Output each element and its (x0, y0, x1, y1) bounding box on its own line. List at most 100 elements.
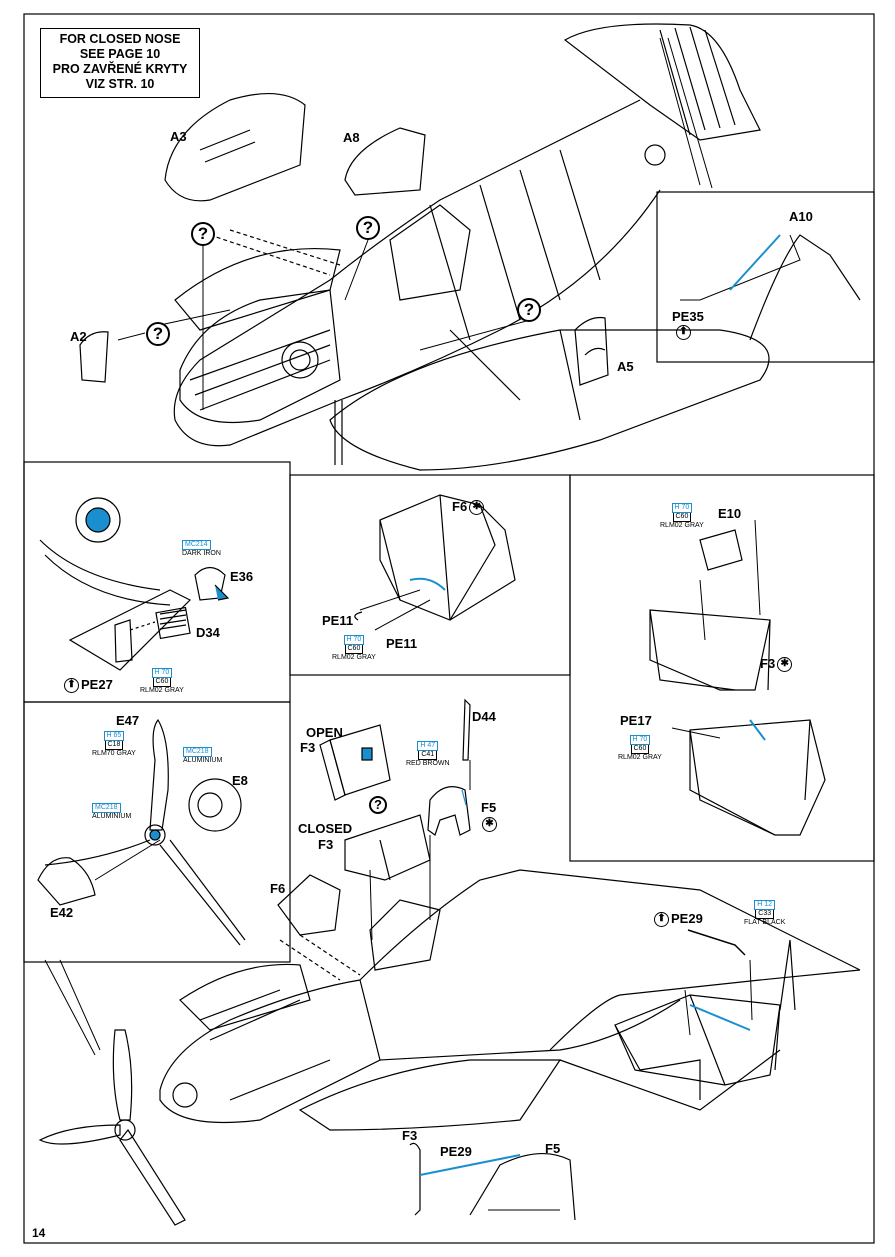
label-a10: A10 (789, 209, 813, 224)
paint-code-alt: C18 (104, 741, 124, 750)
part-a3-drawing (164, 93, 306, 202)
paint-code-alt: C41 (418, 751, 438, 760)
question-mark-5: ? (369, 796, 387, 814)
question-mark-1: ? (191, 222, 215, 246)
paint-code-alt: C60 (344, 645, 364, 654)
paint-pe17: H 70 C60 RLM02 GRAY (618, 735, 662, 762)
inset-a10-frame (656, 191, 875, 363)
paint-code: MC218 (183, 747, 212, 757)
paint-name: ALUMINIUM (92, 813, 132, 820)
label-pe11-b: PE11 (386, 636, 418, 651)
paint-code-alt: C60 (630, 745, 650, 754)
note-line-1: FOR CLOSED NOSE (59, 32, 181, 46)
up-arrow-icon: ⬆ (654, 912, 669, 928)
paint-e36-mc214: MC214 DARK IRON (182, 540, 221, 558)
question-mark-2: ? (356, 216, 380, 240)
paint-code-alt: C33 (755, 910, 775, 919)
paint-hub-mc218: MC218 ALUMINIUM (92, 803, 131, 821)
label-f5-detail: F5 (545, 1141, 561, 1156)
paint-code: H 70 (671, 503, 693, 513)
label-e36: E36 (230, 569, 254, 584)
f5-star: ✱ (480, 817, 497, 833)
label-f3-right: F3✱ (760, 656, 793, 673)
question-mark-4: ? (517, 298, 541, 322)
panel-e10-frame (569, 474, 875, 862)
label-d34: D34 (196, 625, 220, 640)
label-a2: A2 (70, 329, 87, 344)
label-pe27: ⬆PE27 (64, 677, 113, 694)
star-icon: ✱ (469, 500, 485, 516)
f3-text: F3 (760, 656, 776, 671)
paint-code: H 47 (417, 741, 439, 751)
paint-code: H 65 (103, 731, 125, 741)
label-pe35: PE35 (672, 309, 704, 324)
paint-code-alt: C60 (152, 678, 172, 687)
paint-code: H 70 (629, 735, 651, 745)
label-closed: CLOSED (298, 821, 353, 836)
note-line-2: SEE PAGE 10 (79, 47, 161, 61)
fuselage-bottom-drawing (38, 698, 861, 1226)
label-pe29-top: ⬆PE29 (654, 911, 703, 928)
paint-e10: H 70 C60 RLM02 GRAY (660, 503, 704, 530)
paint-e47: H 65 C18 RLM70 GRAY (92, 731, 136, 758)
star-icon: ✱ (777, 657, 793, 673)
paint-name: RED BROWN (406, 760, 450, 767)
up-arrow-icon: ⬆ (676, 325, 691, 341)
label-pe29-detail: PE29 (440, 1144, 472, 1159)
label-pe17: PE17 (620, 713, 652, 728)
paint-name: RLM02 GRAY (660, 522, 704, 529)
label-e8: E8 (232, 773, 248, 788)
paint-name: ALUMINIUM (183, 757, 223, 764)
paint-pe29: H 12 C33 FLAT BLACK (744, 900, 785, 927)
fuselage-top-drawing (173, 23, 770, 471)
up-arrow-icon: ⬆ (64, 678, 79, 694)
paint-code: MC218 (92, 803, 121, 813)
label-a3: A3 (170, 129, 187, 144)
paint-e8-mc218: MC218 ALUMINIUM (183, 747, 222, 765)
label-d44: D44 (472, 709, 496, 724)
paint-name: RLM02 GRAY (618, 754, 662, 761)
paint-name: RLM70 GRAY (92, 750, 136, 757)
paint-code: H 70 (151, 668, 173, 678)
page-frame (23, 13, 875, 1244)
paint-code: H 12 (754, 900, 776, 910)
pe27-text: PE27 (81, 677, 113, 692)
pe35-up-arrow: ⬆ (676, 325, 693, 341)
panel-prop-frame (23, 701, 291, 963)
label-f3-open: F3 (300, 740, 316, 755)
label-f5: F5 (481, 800, 497, 815)
f6-text: F6 (452, 499, 468, 514)
label-open: OPEN (306, 725, 343, 740)
paint-name: RLM02 GRAY (332, 654, 376, 661)
paint-open-f3: H 47 C41 RED BROWN (406, 741, 450, 768)
label-f3-closed: F3 (318, 837, 334, 852)
paint-name: FLAT BLACK (744, 919, 786, 926)
label-e10: E10 (718, 506, 742, 521)
label-f3-detail: F3 (402, 1128, 418, 1143)
part-a2-drawing (79, 331, 109, 383)
part-a5-drawing (574, 316, 609, 386)
label-f6-top: F6✱ (452, 499, 485, 516)
part-a8-drawing (344, 127, 426, 196)
paint-code-alt: C60 (672, 513, 692, 522)
page-number: 14 (32, 1226, 46, 1240)
label-pe11-a: PE11 (322, 613, 354, 628)
question-mark-3: ? (146, 322, 170, 346)
paint-name: RLM02 GRAY (140, 687, 184, 694)
label-e42: E42 (50, 905, 74, 920)
paint-name: DARK IRON (182, 550, 221, 557)
star-icon: ✱ (482, 817, 497, 833)
pe29-text: PE29 (671, 911, 703, 926)
paint-pe27: H 70 C60 RLM02 GRAY (140, 668, 184, 695)
note-line-3: PRO ZAVŘENÉ KRYTY (52, 62, 188, 76)
label-a8: A8 (343, 130, 360, 145)
note-line-4: VIZ STR. 10 (85, 77, 155, 91)
paint-code: MC214 (182, 540, 211, 550)
label-e47: E47 (116, 713, 140, 728)
closed-nose-note: FOR CLOSED NOSE SEE PAGE 10 PRO ZAVŘENÉ … (40, 28, 200, 98)
label-f6-bottom: F6 (270, 881, 286, 896)
label-a5: A5 (617, 359, 634, 374)
paint-code: H 70 (343, 635, 365, 645)
paint-pe11: H 70 C60 RLM02 GRAY (332, 635, 376, 662)
